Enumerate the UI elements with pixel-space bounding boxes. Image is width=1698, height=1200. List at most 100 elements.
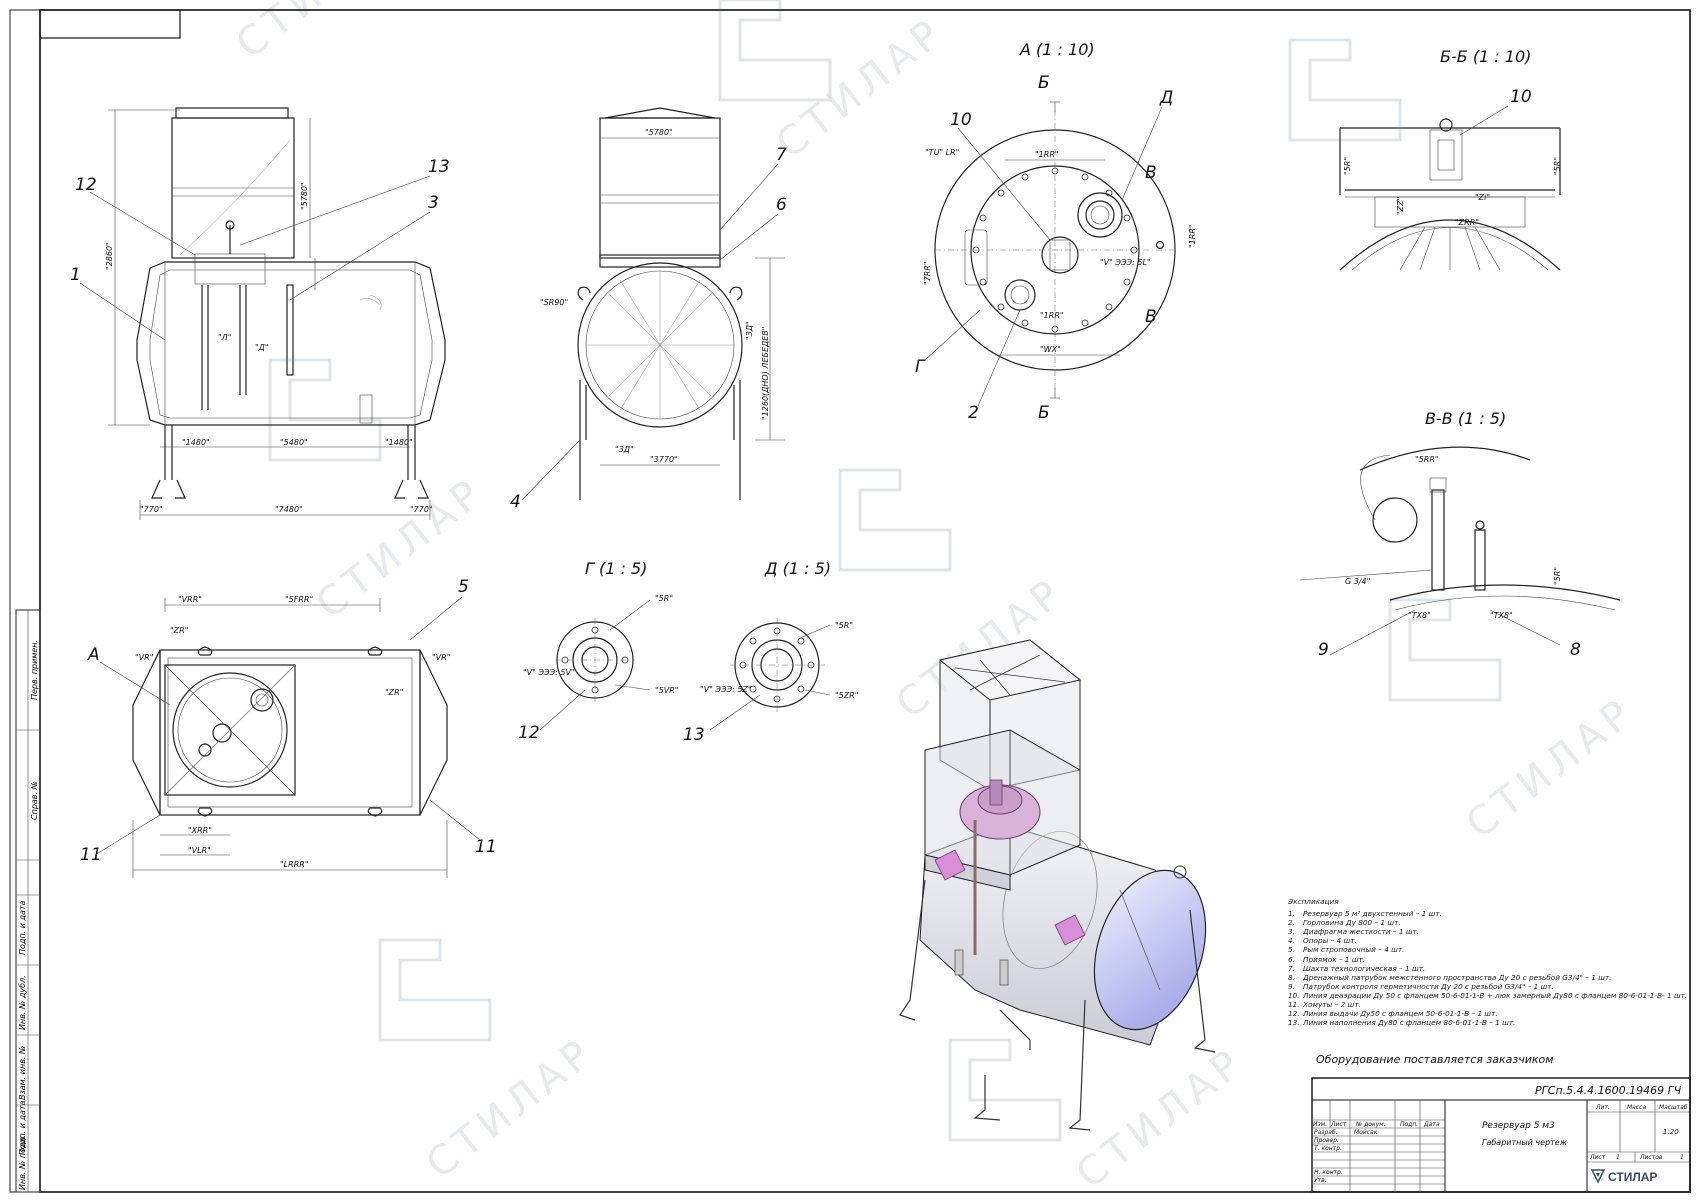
sheet-value: 1 — [1616, 1154, 1620, 1161]
legend-item-number: 10. — [1288, 990, 1300, 1000]
svg-text:"WX": "WX" — [1040, 345, 1061, 354]
svg-text:"VR": "VR" — [135, 653, 153, 662]
legend-item-text: Опоры – 4 шт. — [1303, 936, 1357, 946]
side-elevation-view: "5780" "3770" "1260(ДНО) ЛЕБЕДЕВ" "ЗД" "… — [540, 107, 785, 500]
svg-text:"5ZR": "5ZR" — [835, 691, 859, 700]
svg-text:"1RR": "1RR" — [1035, 150, 1059, 159]
svg-text:"3770": "3770" — [650, 455, 678, 464]
legend-item-number: 4. — [1288, 936, 1295, 946]
legend-item-text: Линия наполнения Ду80 с фланцем 80-6-01-… — [1303, 1018, 1516, 1028]
legend-item-text: Линия деаэрации Ду 50 с фланцем 50-6-01-… — [1303, 990, 1688, 1000]
svg-text:"TX8": "TX8" — [1490, 611, 1513, 620]
title-name-1: Резервуар 5 м3 — [1482, 1121, 1555, 1131]
callout-11b: 11 — [475, 837, 497, 857]
company-name: СТИЛАР — [1608, 1170, 1657, 1184]
stamp-vzam-no: Взам. инв. № — [18, 1046, 27, 1100]
callout-13a: 13 — [428, 157, 450, 177]
callout-10a: 10 — [950, 110, 972, 130]
svg-text:"5R": "5R" — [1553, 157, 1562, 175]
legend-item-number: 11. — [1288, 1000, 1300, 1010]
callout-6: 6 — [776, 195, 787, 215]
svg-text:"1RR": "1RR" — [1188, 224, 1197, 248]
detail-g-view: Г (1 : 5) 12 "V" ЭЭЭ: 5V" "5R" "5VR" — [518, 559, 678, 743]
view-a: А (1 : 10) Б Б В — [915, 40, 1197, 423]
row-utv: Утв. — [1314, 1177, 1327, 1184]
top-left-stamp — [39, 9, 181, 39]
view-d-title: Д (1 : 5) — [764, 559, 831, 578]
legend-item-number: 12. — [1288, 1009, 1300, 1019]
legend-item-number: 2. — [1288, 918, 1295, 928]
row-razrab: Разраб. — [1314, 1129, 1338, 1136]
view-bb-title: Б-Б (1 : 10) — [1440, 47, 1531, 66]
view-vv-title: В-В (1 : 5) — [1425, 409, 1506, 428]
svg-text:"LRRR": "LRRR" — [280, 860, 309, 869]
legend-item-text: Патрубок контроля герметичности Ду 20 с … — [1303, 981, 1554, 991]
scale-value: 1:20 — [1663, 1128, 1679, 1136]
watermark-text: СТИЛАР — [1068, 1039, 1254, 1198]
legend-item: 12.Линия выдачи Ду50 с фланцем 50-6-01-1… — [1288, 1009, 1698, 1018]
svg-text:"TU" LR": "TU" LR" — [925, 148, 959, 157]
section-b-top: Б — [1038, 73, 1050, 93]
legend-item-text: Шахта технологическая – 1 шт. — [1303, 963, 1426, 973]
svg-text:"5VR": "5VR" — [655, 686, 678, 695]
svg-text:"5R": "5R" — [1553, 567, 1562, 585]
lit-header: Лит. — [1595, 1104, 1610, 1111]
svg-text:"5FRR": "5FRR" — [285, 595, 313, 604]
svg-text:"ZRR": "ZRR" — [1455, 218, 1479, 227]
legend-heading: Экспликация — [1288, 897, 1339, 906]
legend-item: 13.Линия наполнения Ду80 с фланцем 80-6-… — [1288, 1018, 1698, 1027]
svg-text:"1RR": "1RR" — [1040, 311, 1064, 320]
row-razrab-name: Мойсак — [1354, 1129, 1378, 1136]
plan-view: "VRR" "5FRR" "LRRR" "XRR" "VLR" "ZR" "ZR… — [80, 577, 497, 878]
svg-text:"5R": "5R" — [835, 621, 853, 630]
legend-item-text: Рым строповочный – 4 шт. — [1303, 945, 1405, 955]
legend-item-text: Хомуты – 2 шт. — [1303, 1000, 1361, 1010]
title-block: РГСп.5.4.4.1600.19469 ГЧ Резервуар 5 м3 … — [1311, 1077, 1691, 1193]
svg-text:"ЗД": "ЗД" — [745, 321, 754, 340]
title-name-2: Габаритный чертеж — [1482, 1138, 1568, 1147]
svg-text:"770": "770" — [410, 505, 433, 514]
legend-item: 5.Рым строповочный – 4 шт. — [1288, 945, 1698, 954]
col-data: Дата — [1423, 1121, 1440, 1128]
legend-item-text: Приямок – 1 шт. — [1303, 954, 1366, 964]
svg-text:"ЗД": "ЗД" — [615, 445, 634, 454]
legend-item: 11.Хомуты – 2 шт. — [1288, 1000, 1698, 1009]
svg-text:"ZR": "ZR" — [385, 688, 403, 697]
svg-text:"Zi": "Zi" — [1475, 193, 1490, 202]
thread-label: G 3/4" — [1345, 577, 1370, 586]
view-vv: В-В (1 : 5) G 3/4" 9 8 "5RR" "TX8" "TX8"… — [1299, 409, 1621, 660]
callout-3: 3 — [428, 193, 439, 213]
callout-9: 9 — [1318, 640, 1329, 660]
main-callouts: 12 1 13 3 7 6 4 — [70, 145, 787, 512]
view-a-title: А (1 : 10) — [1019, 40, 1095, 59]
svg-text:"5780": "5780" — [300, 182, 309, 210]
svg-text:"1260(ДНО) ЛЕБЕДЕВ": "1260(ДНО) ЛЕБЕДЕВ" — [761, 327, 770, 420]
watermark-text: СТИЛАР — [418, 1029, 604, 1188]
legend-item-number: 7. — [1288, 963, 1295, 973]
svg-text:"V" ЭЭЭ: 5Z": "V" ЭЭЭ: 5Z" — [700, 685, 752, 694]
callout-12b: 12 — [518, 723, 540, 743]
detail-a-label: А — [87, 645, 100, 665]
svg-text:"5R": "5R" — [1343, 157, 1352, 175]
svg-text:"5R": "5R" — [655, 594, 673, 603]
supplied-note: Оборудование поставляется заказчиком — [1316, 1053, 1554, 1066]
view-bb: Б-Б (1 : 10) 10 "5R" "5R" "Zi" "ZRR" "ZZ… — [1339, 47, 1562, 271]
legend-item: 3.Диафрагма жесткости – 1 шт. — [1288, 927, 1698, 936]
callout-10b: 10 — [1510, 87, 1532, 107]
legend-item-text: Линия выдачи Ду50 с фланцем 50-6-01-1-В … — [1303, 1009, 1498, 1019]
legend-item-text: Дренажный патрубок межстенного пространс… — [1303, 972, 1612, 982]
svg-text:"XRR": "XRR" — [188, 826, 212, 835]
legend-item-number: 3. — [1288, 927, 1295, 937]
scale-header: Масштаб — [1659, 1104, 1688, 1111]
svg-text:"ZZ": "ZZ" — [1396, 197, 1405, 215]
svg-text:"Д": "Д" — [255, 343, 269, 352]
watermark-text: СТИЛАР — [308, 469, 494, 628]
svg-text:"1480": "1480" — [385, 438, 413, 447]
legend-item-number: 13. — [1288, 1018, 1300, 1028]
legend-item-number: 6. — [1288, 954, 1295, 964]
svg-text:"770": "770" — [140, 505, 163, 514]
stamp-primary-use: Перв. примен. — [30, 640, 39, 700]
svg-text:"TX8": "TX8" — [1408, 611, 1431, 620]
callout-8: 8 — [1570, 640, 1581, 660]
